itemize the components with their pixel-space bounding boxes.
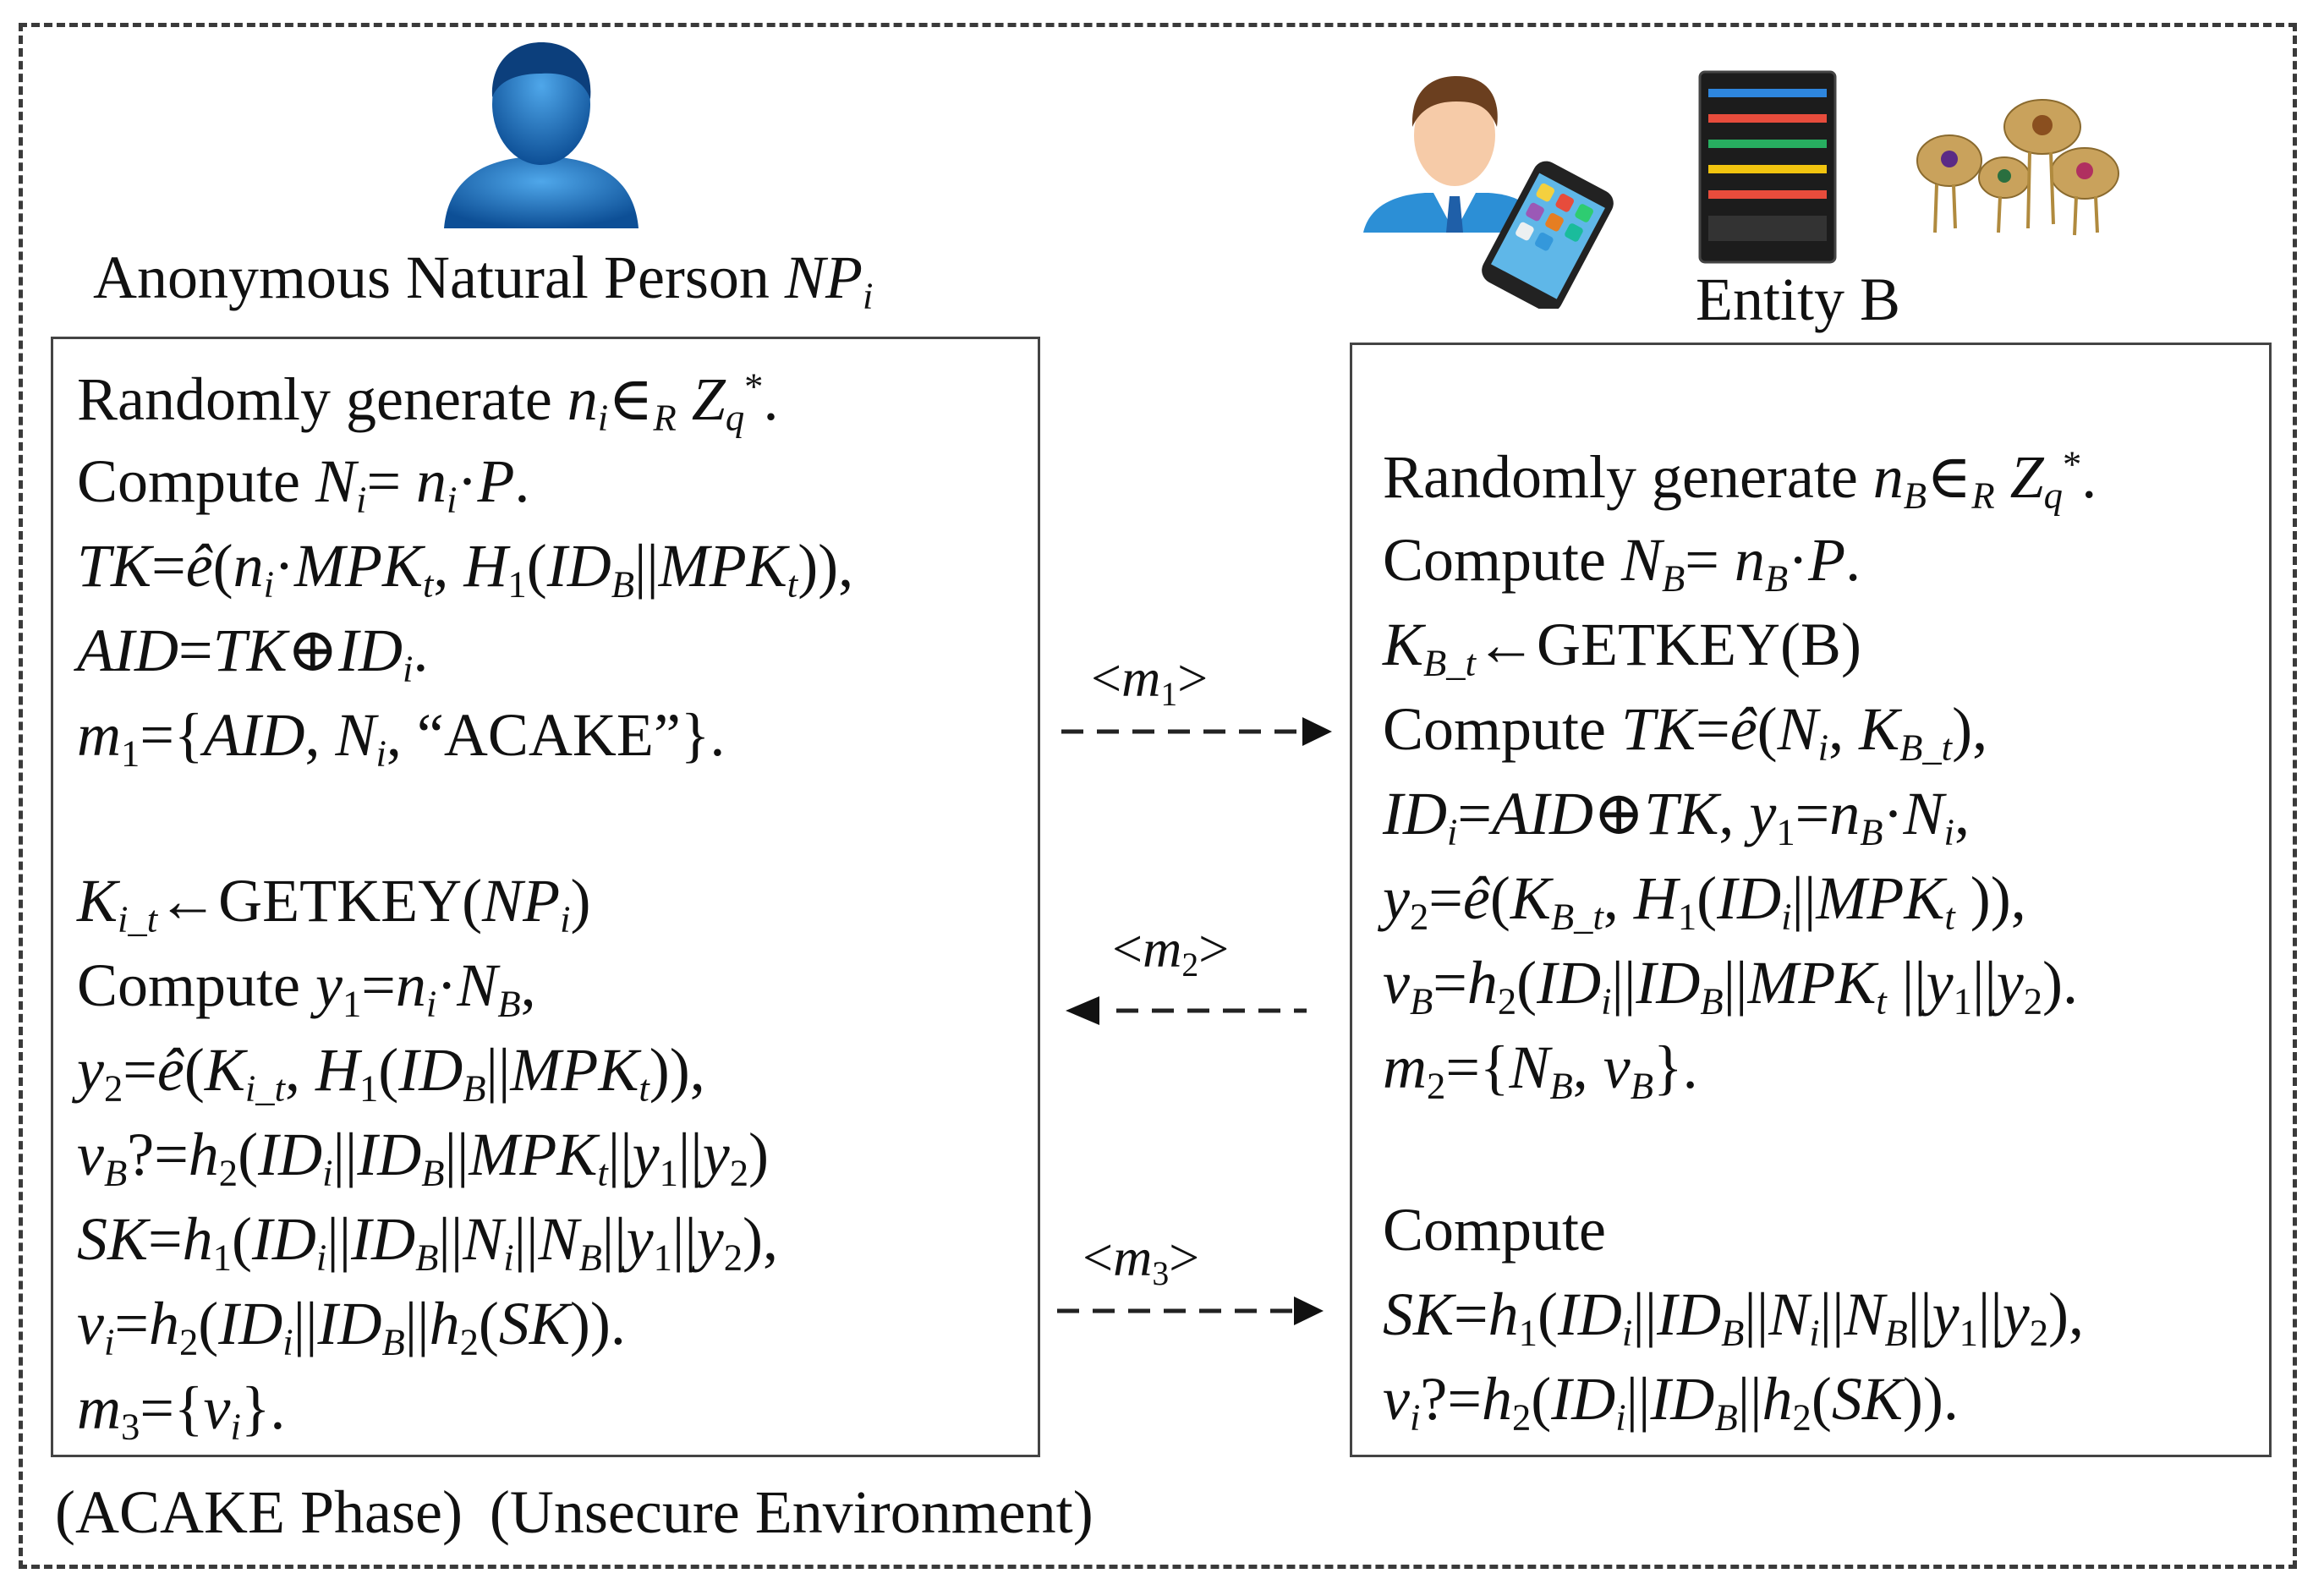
message-m1-label: <m1>: [1091, 648, 1209, 714]
message-m3-label: <m3>: [1083, 1227, 1200, 1293]
left-step-y1: Compute y1=ni·NB,: [77, 951, 536, 1025]
left-party-name: Anonymous Natural Person: [93, 244, 770, 311]
left-step-sk: SK=h1(IDi||IDB||Ni||NB||y1||y2),: [77, 1205, 778, 1279]
left-step-tk: TK=ê(ni·MPKt, H1(IDB||MPKt)),: [77, 532, 854, 606]
phase-footer: (ACAKE Phase) (Unsecure Environment): [55, 1482, 1093, 1543]
left-step-m3: m3={vi}.: [77, 1374, 286, 1448]
right-party-title: Entity B: [1696, 266, 1901, 333]
left-step-y2: y2=ê(Ki_t, H1(IDB||MPKt)),: [77, 1036, 705, 1110]
left-step-random: Randomly generate ni∈R Zq*.: [77, 365, 779, 439]
left-step-compute-ni: Compute Ni= ni·P.: [77, 447, 530, 521]
right-step-verify-vi: vi?=h2(IDi||IDB||h2(SK)).: [1383, 1365, 1959, 1439]
environment-label: (Unsecure Environment): [489, 1478, 1093, 1546]
diagram-frame: [19, 23, 2297, 1569]
phase-label: (ACAKE Phase): [55, 1478, 463, 1546]
right-step-y2: y2=ê(KB_t, H1(IDi||MPKt )),: [1383, 864, 2026, 938]
right-protocol-box: Randomly generate nB∈R Zq*. Compute NB= …: [1350, 343, 2272, 1457]
left-party-title: Anonymous Natural Person NPi: [93, 244, 873, 315]
left-step-m1: m1={AID, Ni, “ACAKE”}.: [77, 701, 726, 775]
arrow-m2-head: [1066, 996, 1099, 1025]
left-step-aid: AID=TK⊕IDi.: [77, 617, 429, 690]
left-step-vi: vi=h2(IDi||IDB||h2(SK)).: [77, 1290, 626, 1363]
arrow-m3-head: [1294, 1297, 1324, 1325]
left-protocol-box: Randomly generate ni∈R Zq*. Compute Ni= …: [51, 337, 1040, 1457]
left-party-symbol-sub: i: [862, 274, 874, 317]
left-party-symbol: NP: [784, 244, 863, 311]
right-step-getkey: KB_t←GETKEY(B): [1383, 611, 1861, 684]
message-m2-label: <m2>: [1112, 918, 1230, 984]
arrow-m1-head: [1302, 717, 1332, 746]
right-step-random: Randomly generate nB∈R Zq*.: [1383, 442, 2097, 517]
businessman-with-phone-icon: [1363, 76, 1614, 309]
server-icon: [1698, 70, 1837, 264]
right-step-idi-y1: IDi=AID⊕TK, y1=nB·Ni,: [1383, 780, 1970, 853]
right-step-m2: m2={NB, vB}.: [1383, 1034, 1698, 1107]
right-step-tk: Compute TK=ê(Ni, KB_t),: [1383, 695, 1988, 769]
right-step-sk: SK=h1(IDi||IDB||Ni||NB||y1||y2),: [1383, 1280, 2084, 1354]
iot-sensors-icon: [1916, 99, 2119, 236]
anonymous-person-icon: [444, 42, 639, 228]
right-step-vb: vB=h2(IDi||IDB||MPKt ||y1||y2).: [1383, 949, 2079, 1023]
left-step-getkey: Ki_t←GETKEY(NPi): [77, 867, 591, 940]
right-step-compute: Compute: [1383, 1196, 1606, 1264]
message-arrows: [1057, 717, 1332, 1325]
right-step-compute-nb: Compute NB= nB·P.: [1383, 526, 1861, 600]
left-step-verify-vb: vB?=h2(IDi||IDB||MPKt||y1||y2): [77, 1121, 769, 1194]
